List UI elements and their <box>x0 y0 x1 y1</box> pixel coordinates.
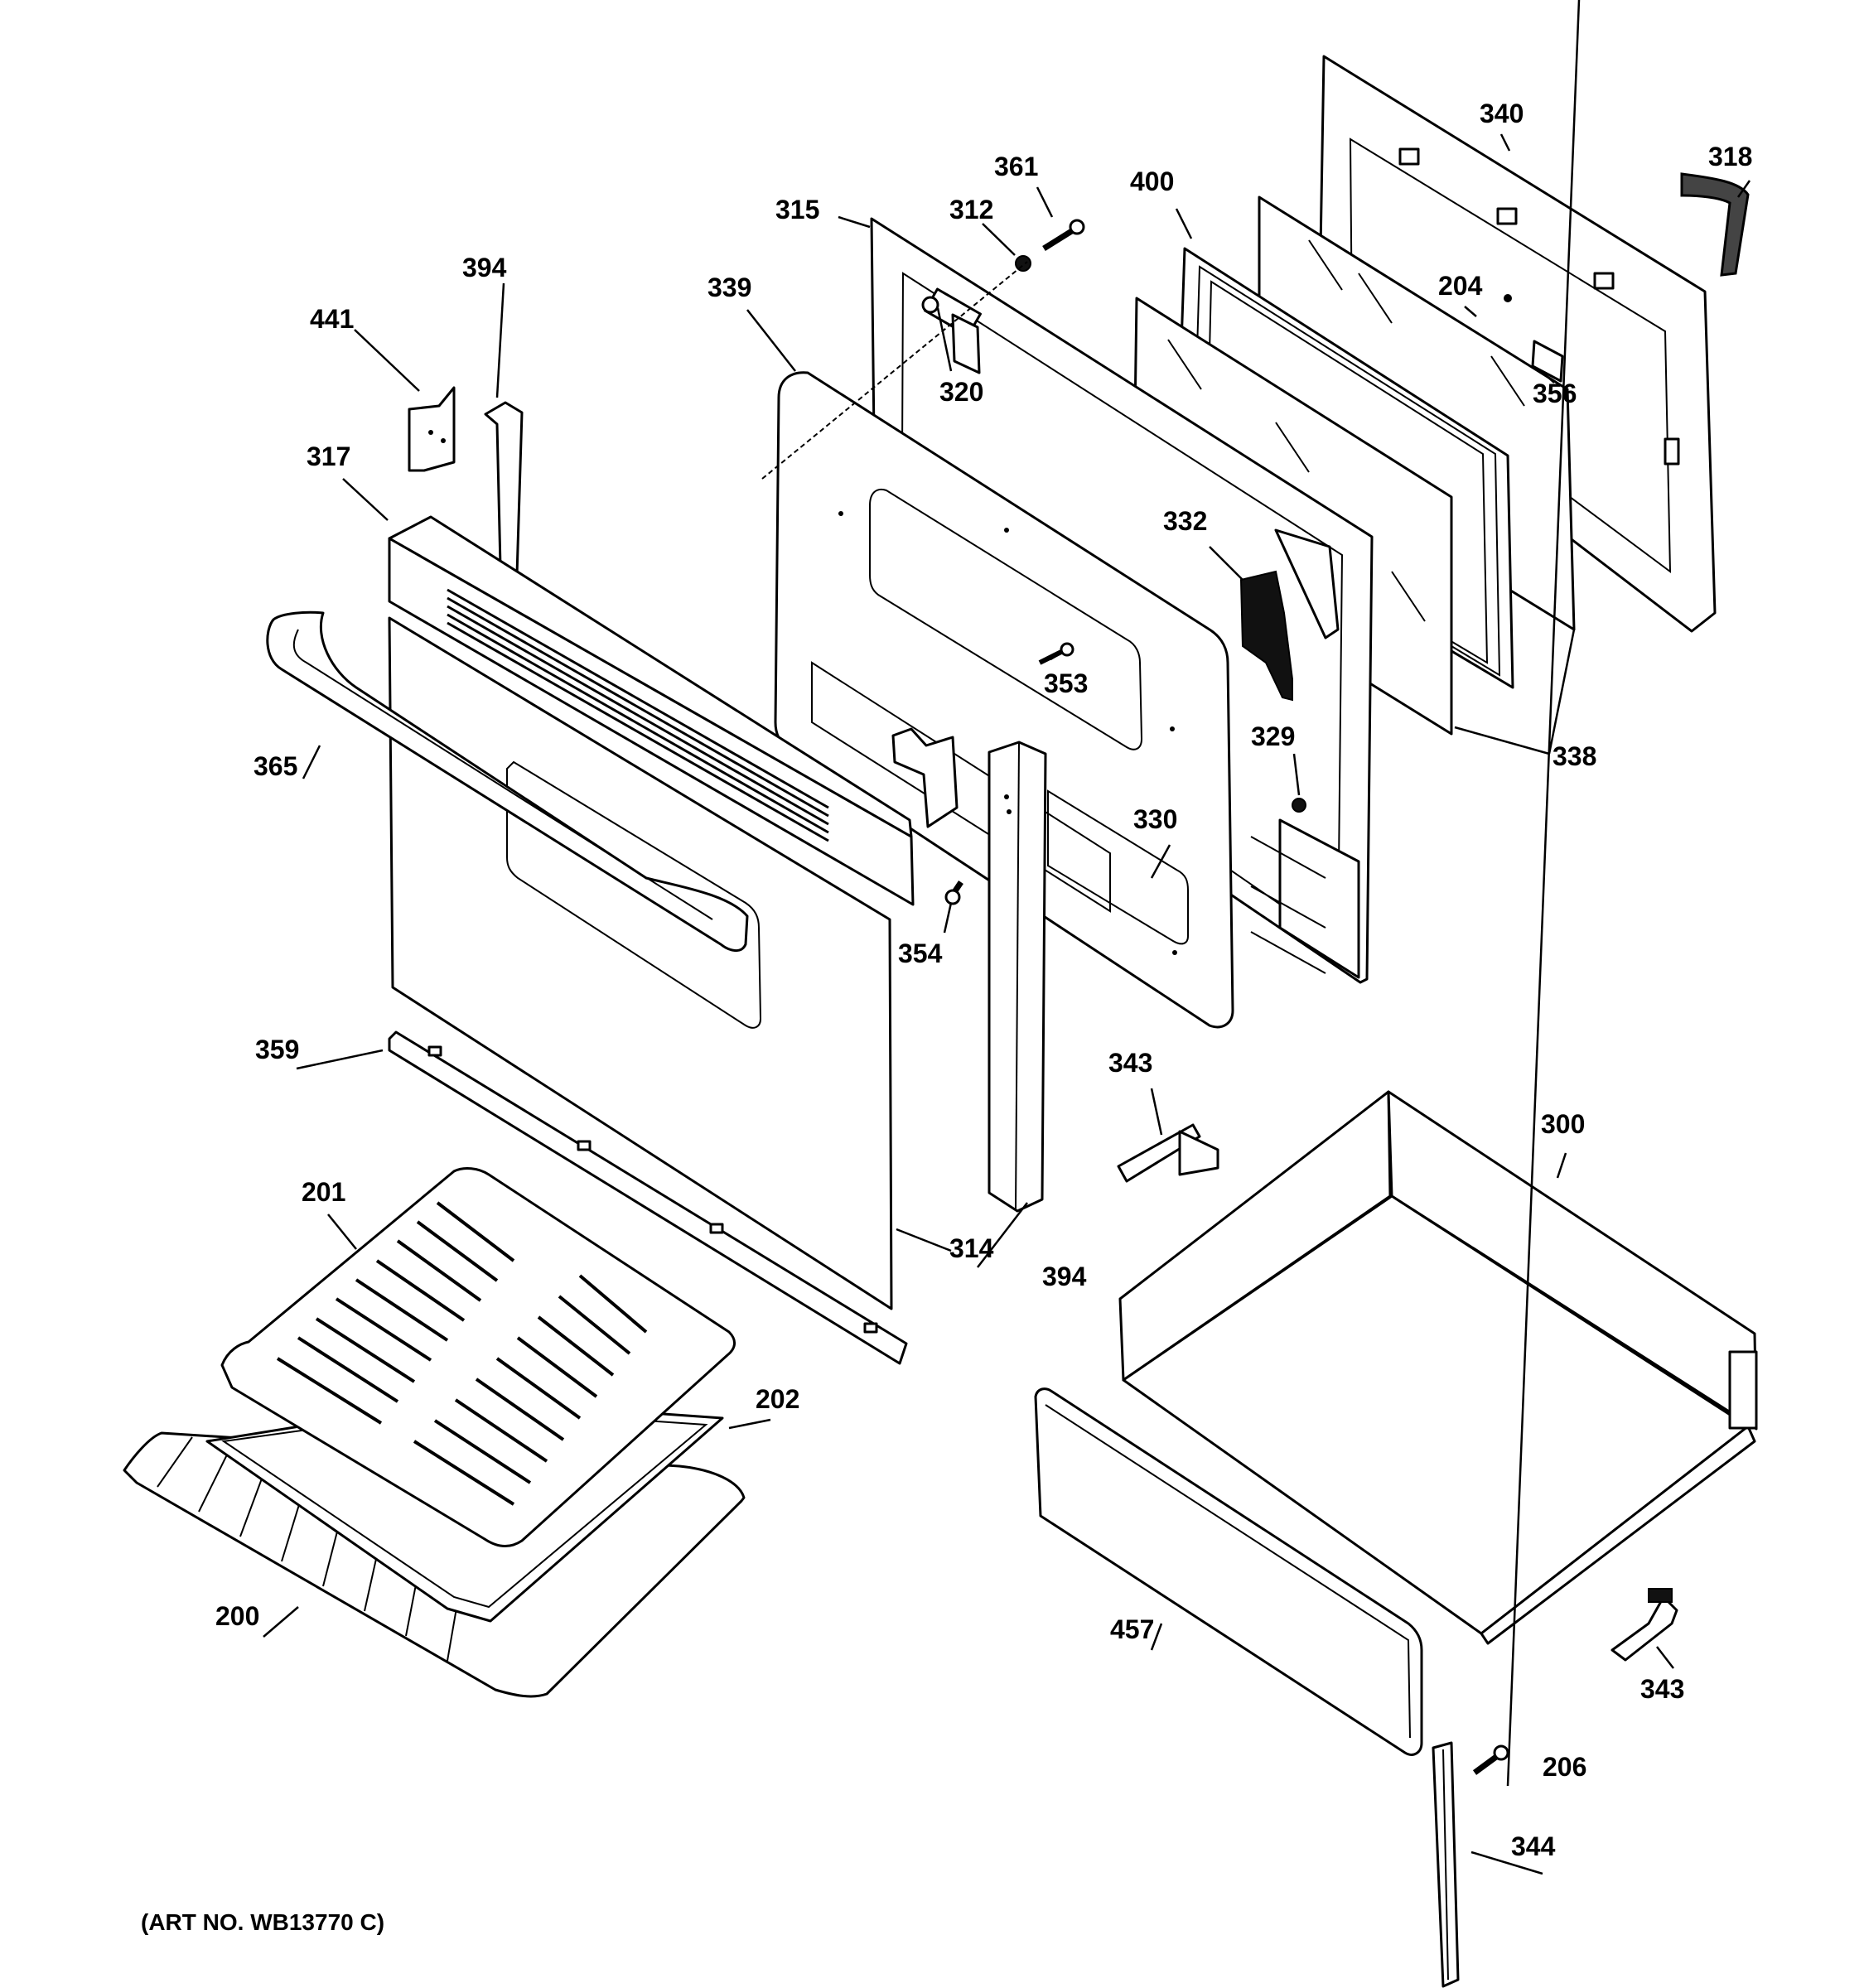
part-394-bottom-channel <box>988 741 1047 1213</box>
callout-318: 318 <box>1708 142 1752 171</box>
callout-400: 400 <box>1130 166 1174 196</box>
leader-lines <box>263 0 1751 1875</box>
callout-356: 356 <box>1533 379 1577 408</box>
part-343-slide-bottom <box>1610 1588 1678 1662</box>
callout-200: 200 <box>215 1601 259 1631</box>
part-340-door-frame <box>1317 55 1717 633</box>
callout-353: 353 <box>1044 668 1088 698</box>
callout-204: 204 <box>1438 271 1483 301</box>
callout-201: 201 <box>302 1177 345 1207</box>
callout-317: 317 <box>307 442 350 471</box>
part-354-screw <box>944 881 963 905</box>
part-457-drawer-front <box>1034 1387 1423 1756</box>
callout-344: 344 <box>1511 1831 1556 1861</box>
callout-labels: 340 318 361 312 315 400 204 356 339 320 … <box>141 99 1752 1935</box>
callout-300: 300 <box>1541 1109 1585 1139</box>
part-329-screw <box>1292 798 1306 813</box>
part-312-nut <box>1015 255 1031 272</box>
callout-457: 457 <box>1110 1614 1154 1644</box>
callout-332: 332 <box>1163 506 1207 536</box>
part-317-vent-trim <box>388 515 915 906</box>
callout-339: 339 <box>707 273 751 302</box>
callout-343-top: 343 <box>1108 1048 1152 1078</box>
callout-329: 329 <box>1251 721 1295 751</box>
part-300-drawer <box>1118 1090 1758 1645</box>
part-201-broiler-grid <box>220 1167 736 1547</box>
callout-361: 361 <box>994 152 1038 181</box>
callout-441: 441 <box>310 304 354 334</box>
callout-394-bottom: 394 <box>1042 1262 1087 1291</box>
callout-340: 340 <box>1480 99 1524 128</box>
part-361-screw <box>1042 219 1085 251</box>
callout-315: 315 <box>775 195 819 224</box>
callout-330: 330 <box>1133 804 1177 834</box>
callout-354: 354 <box>898 939 943 968</box>
callout-206: 206 <box>1543 1752 1586 1782</box>
callout-312: 312 <box>949 195 993 224</box>
callout-202: 202 <box>756 1384 799 1414</box>
callout-365: 365 <box>254 751 297 781</box>
part-hinge-bracket <box>891 727 959 828</box>
part-353-screw <box>1038 642 1074 665</box>
art-number: (ART NO. WB13770 C) <box>141 1909 384 1935</box>
part-344-drawer-rail <box>1432 1741 1460 1988</box>
part-318-gasket <box>1680 172 1750 277</box>
part-343-slide-top <box>1117 1123 1219 1183</box>
callout-338: 338 <box>1553 741 1596 771</box>
callout-320: 320 <box>939 377 983 407</box>
part-441-bracket <box>408 386 456 472</box>
part-206-screw <box>1472 1744 1509 1775</box>
part-359-rail <box>388 1030 908 1365</box>
part-320-hinge <box>921 296 981 374</box>
part-356-bracket <box>1504 294 1564 383</box>
part-332-baffle <box>1239 528 1340 702</box>
part-365-handle <box>266 610 749 952</box>
callout-314: 314 <box>949 1233 994 1263</box>
part-394-top-channel <box>484 401 524 577</box>
callout-359: 359 <box>255 1035 299 1064</box>
callout-394-top: 394 <box>462 253 507 282</box>
callout-343-bottom: 343 <box>1640 1674 1684 1704</box>
